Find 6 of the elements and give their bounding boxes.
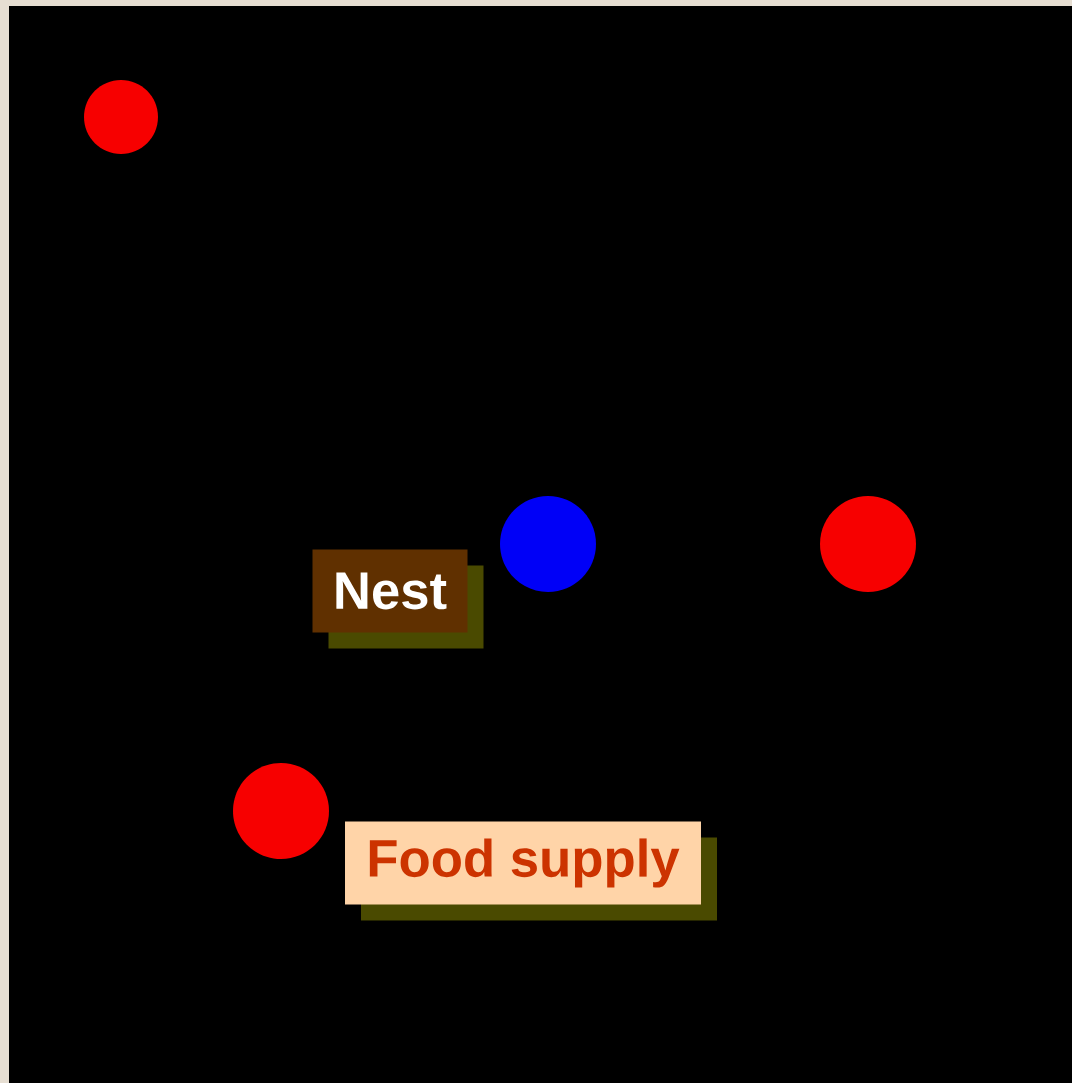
dot [820, 496, 916, 592]
dot [500, 496, 596, 592]
label-box: Food supply [345, 821, 717, 921]
dot [233, 763, 329, 859]
label-box: Nest [312, 549, 484, 649]
dot [84, 80, 158, 154]
